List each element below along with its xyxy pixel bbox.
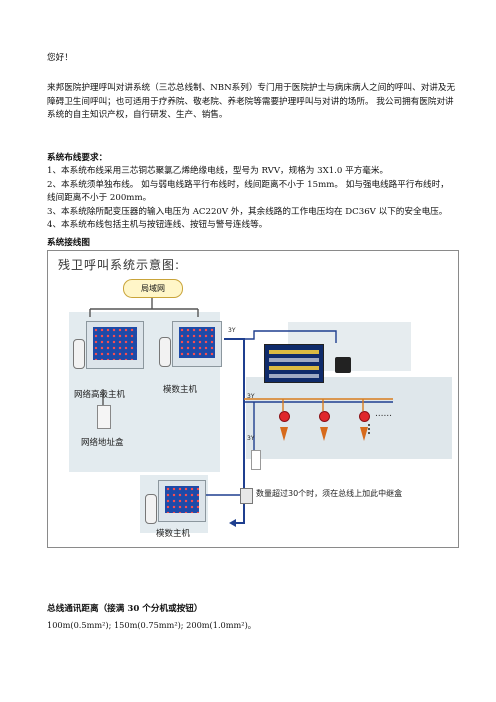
wire-mark-2: 3Y (247, 393, 255, 400)
relay-box-icon (240, 488, 253, 504)
requirements-heading: 系统布线要求： (47, 153, 108, 163)
diagram-title: 残卫呼叫系统示意图: (58, 258, 181, 272)
analog-host-monitor-1 (172, 321, 222, 367)
call-button-icon-1 (279, 411, 290, 422)
lan-cloud: 局域网 (123, 279, 183, 298)
distance-text: 100m(0.5mm²); 150m(0.75mm²); 200m(1.0mm²… (47, 620, 256, 630)
network-host-monitor (86, 321, 144, 369)
door-light-icon (251, 450, 261, 470)
intro-paragraph: 来邦医院护理呼叫对讲系统（三芯总线制、NBN系列）专门用于医院护士与病床病人之间… (47, 83, 456, 121)
call-button-icon-2 (319, 411, 330, 422)
analog-host-handset-2 (145, 494, 157, 524)
relay-note: 数量超过30个时，须在总线上加此中继盒 (256, 489, 403, 498)
analog-host-handset-1 (159, 337, 171, 367)
wire-mark-1: 3Y (228, 327, 236, 334)
call-button-icon-3 (359, 411, 370, 422)
requirement-2: 2、本系统须单独布线。 如与弱电线路平行布线时，线间距离不小于 15mm。 如与… (47, 179, 449, 204)
requirement-3: 3、本系统除所配变压器的输入电压为 AC220V 外，其余线路的工作电压均在 D… (47, 206, 448, 217)
requirement-4: 4、本系统布线包括主机与按钮连线、按钮与警号连线等。 (47, 220, 268, 231)
distance-heading: 总线通讯距离（接满 30 个分机或按钮） (47, 604, 203, 614)
wiring-diagram: 残卫呼叫系统示意图: 局域网 3Y 3Y 3Y 网络高级主机 (47, 250, 459, 548)
analog-host-monitor-2 (158, 480, 206, 522)
power-adapter-icon (335, 357, 351, 373)
greeting: 您好！ (47, 53, 73, 63)
network-host-label: 网络高级主机 (74, 390, 126, 400)
wire-mark-3: 3Y (247, 435, 255, 442)
network-host-handset (73, 339, 85, 369)
requirements-list: 1、本系统布线采用三芯铜芯聚氯乙烯绝缘电线，型号为 RVV，规格为 3X1.0 … (47, 165, 457, 233)
analog-host-label-2: 模数主机 (156, 529, 191, 539)
pull-cord-icon-2 (320, 427, 328, 441)
pull-cord-icon-1 (280, 427, 288, 441)
diagram-heading: 系统接线图 (47, 238, 90, 248)
analog-host-label-1: 模数主机 (163, 385, 198, 395)
requirement-1: 1、本系统布线采用三芯铜芯聚氯乙烯绝缘电线，型号为 RVV，规格为 3X1.0 … (47, 166, 389, 176)
address-box-label: 网络地址盒 (81, 438, 124, 448)
address-box-device (97, 405, 111, 429)
requirements-heading-text: 系统布线要求 (47, 153, 99, 163)
more-buttons-ellipsis: …… (375, 409, 392, 419)
pull-cord-icon-3 (360, 427, 368, 441)
led-display-panel (264, 344, 324, 383)
wiring-lines (89, 297, 393, 527)
